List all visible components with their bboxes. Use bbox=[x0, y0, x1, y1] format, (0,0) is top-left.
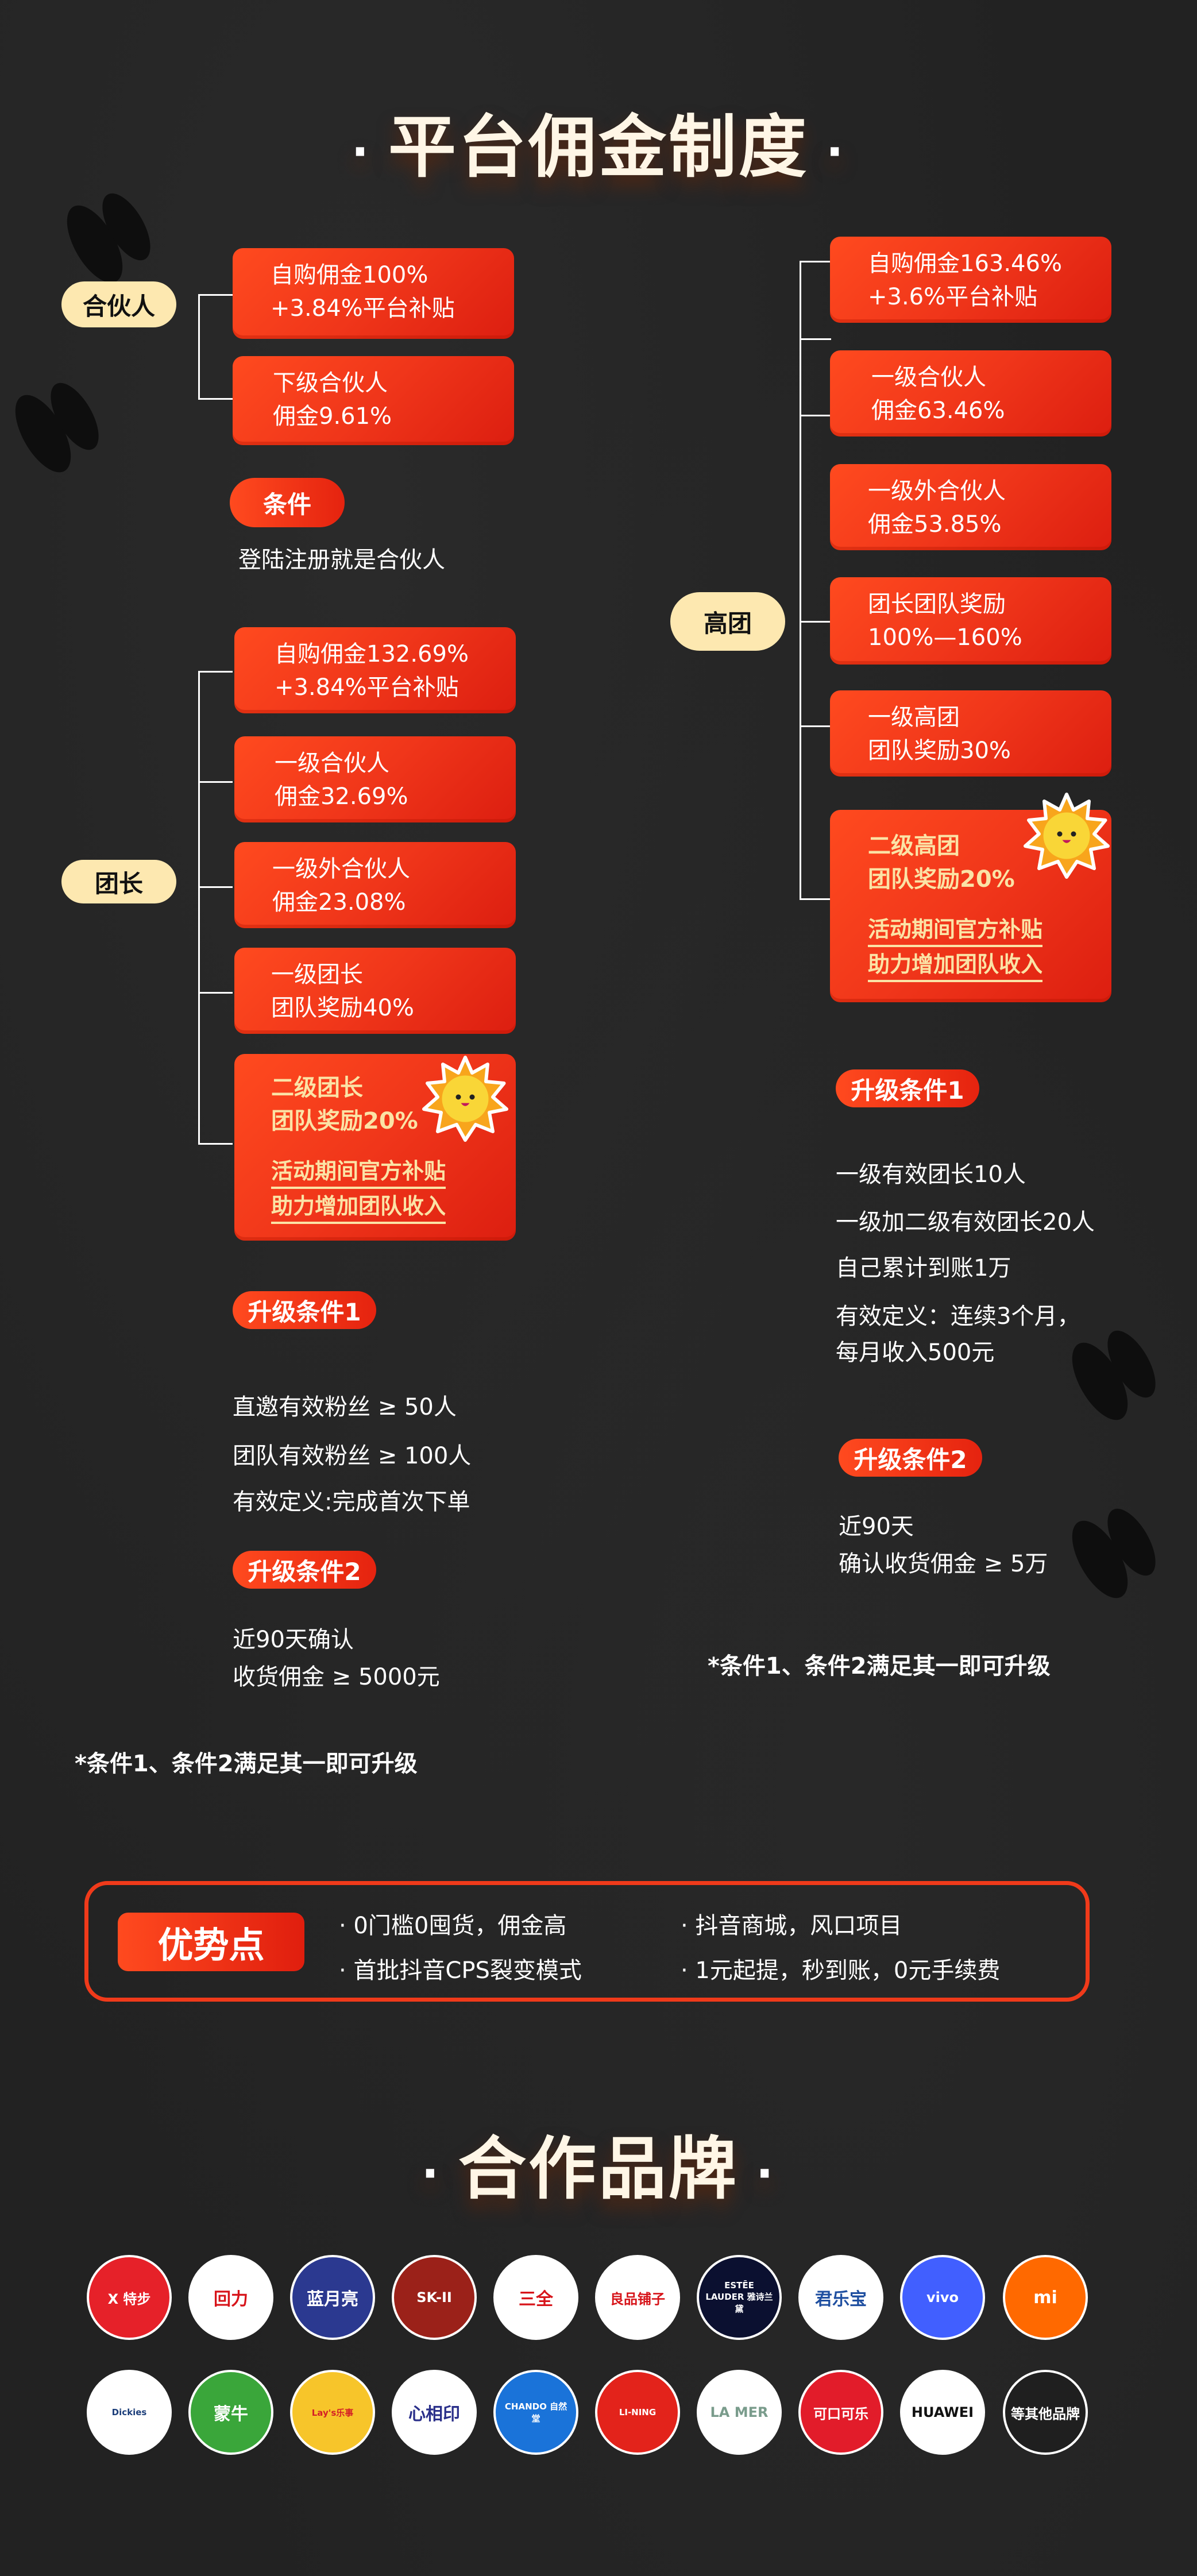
upgrade-condition-1-pill: 升级条件1 bbox=[233, 1291, 376, 1329]
level-pill-partner: 合伙人 bbox=[61, 281, 176, 327]
hoof-print-decoration bbox=[56, 186, 160, 292]
subsidy-highlight: 活动期间官方补贴 bbox=[868, 914, 1043, 947]
subsidy-highlight: 活动期间官方补贴 bbox=[271, 1156, 446, 1189]
high-team-box-level1-partner: 一级合伙人 佣金63.46% bbox=[830, 350, 1111, 437]
upgrade-condition-line: 团队有效粉丝 ≥ 100人 bbox=[233, 1443, 472, 1469]
advantages-panel bbox=[84, 1881, 1090, 2002]
upgrade-condition-2-pill: 升级条件2 bbox=[839, 1439, 982, 1477]
brand-logo-7: 君乐宝 bbox=[798, 2255, 883, 2340]
brand-logo-9: mi bbox=[1003, 2255, 1088, 2340]
level-pill-leader: 团长 bbox=[61, 860, 176, 903]
subsidy-highlight: 助力增加团队收入 bbox=[271, 1191, 446, 1224]
tree-connector bbox=[800, 261, 831, 900]
condition-pill: 条件 bbox=[230, 478, 345, 527]
brand-logo-3: SK-II bbox=[392, 2255, 477, 2340]
tree-connector bbox=[198, 294, 233, 400]
high-team-box-level1-high-team: 一级高团 团队奖励30% bbox=[830, 690, 1111, 777]
brand-logo-8: vivo bbox=[900, 2255, 985, 2340]
advantage-item: · 0门槛0囤货，佣金高 bbox=[339, 1913, 567, 1939]
tree-connector-tick bbox=[800, 338, 831, 340]
subsidy-highlight: 助力增加团队收入 bbox=[868, 949, 1043, 982]
brand-logo-7: 可口可乐 bbox=[798, 2370, 883, 2455]
upgrade-condition-line: 自己累计到账1万 bbox=[836, 1255, 1011, 1281]
high-team-box-leader-reward: 团长团队奖励 100%—160% bbox=[830, 577, 1111, 665]
upgrade-note: *条件1、条件2满足其一即可升级 bbox=[75, 1751, 418, 1777]
brand-logo-2: 蓝月亮 bbox=[290, 2255, 375, 2340]
tree-connector-tick bbox=[800, 415, 831, 416]
brand-logo-4: 三全 bbox=[493, 2255, 578, 2340]
partner-box-sub-partner: 下级合伙人 佣金9.61% bbox=[233, 356, 514, 445]
leader-box-level1-partner: 一级合伙人 佣金32.69% bbox=[234, 736, 516, 822]
hoof-print-decoration bbox=[1061, 1323, 1165, 1429]
brand-logo-9: 等其他品牌 bbox=[1003, 2370, 1088, 2455]
brands-title: ·合作品牌· bbox=[421, 2129, 776, 2208]
advantage-item: · 抖音商城，风口项目 bbox=[681, 1913, 902, 1939]
brand-logo-8: HUAWEI bbox=[900, 2370, 985, 2455]
brand-logo-4: CHANDO 自然堂 bbox=[493, 2370, 578, 2455]
brand-logo-5: LI-NING bbox=[595, 2370, 680, 2455]
brand-logo-6: LA MER bbox=[697, 2370, 782, 2455]
tree-connector-tick bbox=[800, 725, 831, 727]
tree-connector bbox=[198, 671, 233, 1145]
brand-logo-1: 蒙牛 bbox=[188, 2370, 273, 2455]
leader-box-outer-partner: 一级外合伙人 佣金23.08% bbox=[234, 842, 516, 928]
brand-logo-0: Dickies bbox=[87, 2370, 172, 2455]
upgrade-condition-line: 近90天 bbox=[839, 1513, 914, 1540]
advantage-item: · 1元起提，秒到账，0元手续费 bbox=[681, 1957, 1001, 1984]
upgrade-condition-line: 一级加二级有效团长20人 bbox=[836, 1209, 1095, 1235]
leader-box-self-purchase: 自购佣金132.69% +3.84%平台补贴 bbox=[234, 627, 516, 713]
upgrade-condition-line: 近90天确认 bbox=[233, 1627, 354, 1653]
upgrade-condition-line: 确认收货佣金 ≥ 5万 bbox=[839, 1551, 1048, 1577]
upgrade-condition-line: 收货佣金 ≥ 5000元 bbox=[233, 1664, 440, 1690]
upgrade-condition-2-pill: 升级条件2 bbox=[233, 1551, 376, 1589]
partner-box-self-purchase: 自购佣金100% +3.84%平台补贴 bbox=[233, 248, 514, 339]
advantages-label: 优势点 bbox=[118, 1913, 304, 1971]
page-title: ·平台佣金制度· bbox=[351, 107, 846, 187]
hoof-print-decoration bbox=[1061, 1501, 1165, 1607]
upgrade-condition-line: 每月收入500元 bbox=[836, 1339, 995, 1366]
brand-logo-3: 心相印 bbox=[392, 2370, 477, 2455]
condition-text: 登陆注册就是合伙人 bbox=[238, 547, 445, 573]
upgrade-condition-line: 有效定义:完成首次下单 bbox=[233, 1489, 470, 1515]
level-pill-high-team: 高团 bbox=[670, 592, 785, 651]
brand-logo-5: 良品铺子 bbox=[595, 2255, 680, 2340]
tree-connector-tick bbox=[800, 621, 831, 623]
tree-connector-tick bbox=[198, 781, 233, 783]
sun-icon bbox=[1024, 793, 1110, 879]
upgrade-condition-line: 直邀有效粉丝 ≥ 50人 bbox=[233, 1394, 457, 1420]
brand-logo-6: ESTĒE LAUDER 雅诗兰黛 bbox=[697, 2255, 782, 2340]
sun-icon bbox=[422, 1056, 508, 1142]
tree-connector-tick bbox=[198, 886, 233, 888]
brands-title-text: 合作品牌 bbox=[458, 2129, 739, 2208]
advantage-item: · 首批抖音CPS裂变模式 bbox=[339, 1957, 582, 1984]
tree-connector-tick bbox=[198, 992, 233, 994]
high-team-box-outer-partner: 一级外合伙人 佣金53.85% bbox=[830, 464, 1111, 550]
brand-logo-1: 回力 bbox=[188, 2255, 273, 2340]
brand-logo-0: X 特步 bbox=[87, 2255, 172, 2340]
hoof-print-decoration bbox=[4, 375, 109, 481]
upgrade-condition-line: 一级有效团长10人 bbox=[836, 1161, 1026, 1188]
high-team-box-self-purchase: 自购佣金163.46% +3.6%平台补贴 bbox=[830, 237, 1111, 323]
brand-logo-2: Lay's乐事 bbox=[290, 2370, 375, 2455]
upgrade-condition-1-pill: 升级条件1 bbox=[836, 1069, 979, 1107]
upgrade-condition-line: 有效定义：连续3个月， bbox=[836, 1303, 1080, 1330]
page-title-text: 平台佣金制度 bbox=[388, 107, 809, 187]
upgrade-note: *条件1、条件2满足其一即可升级 bbox=[708, 1653, 1051, 1679]
leader-box-level1-leader: 一级团长 团队奖励40% bbox=[234, 948, 516, 1034]
